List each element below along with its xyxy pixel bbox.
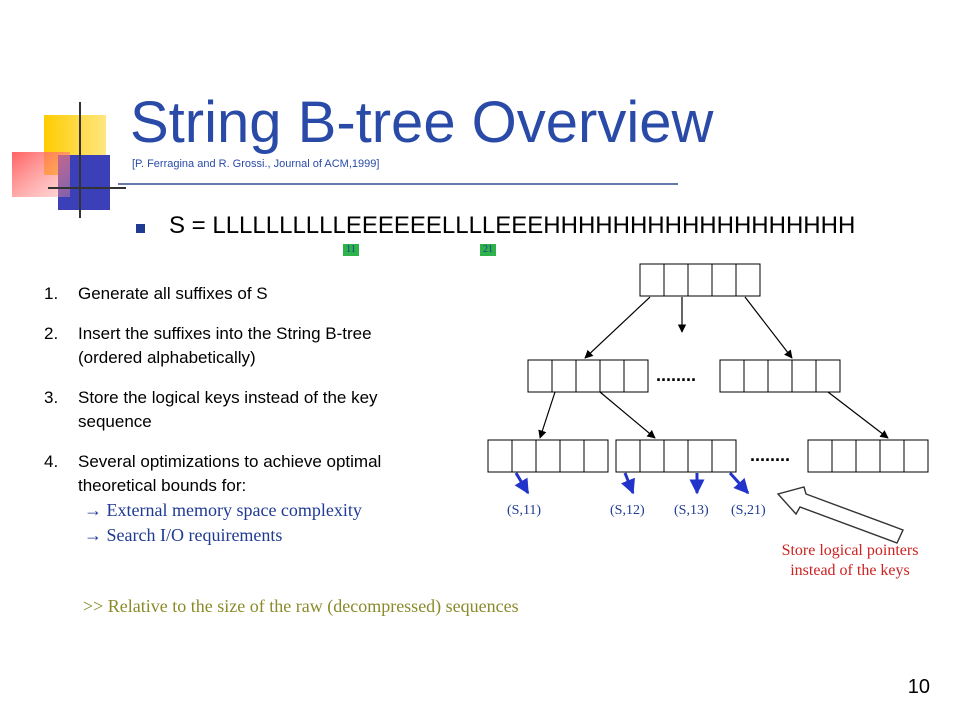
- leaf-node-1: [487, 439, 609, 473]
- leaf-node-3-cell: [879, 439, 905, 473]
- leaf-node-3: [807, 439, 929, 473]
- internal-node-right-cell: [719, 359, 745, 393]
- page-title: String B-tree Overview: [130, 90, 714, 155]
- page-number: 10: [907, 676, 930, 698]
- leaf-node-1-cell: [511, 439, 537, 473]
- root-node-cell: [687, 263, 713, 297]
- edge-left-leaf2: [599, 391, 656, 439]
- pointer-label-2: (S,12): [610, 503, 645, 518]
- sub-item-space: → External memory space complexity: [84, 500, 362, 520]
- leaf-node-1-cell: [559, 439, 585, 473]
- leaf-node-2-cell: [663, 439, 689, 473]
- root-node-cell: [663, 263, 689, 297]
- pointer-label-1: (S,11): [507, 503, 541, 518]
- pointer-arrow-1: [514, 472, 530, 495]
- leaf-node-3-cell: [807, 439, 833, 473]
- dots-leaf: ........: [750, 445, 790, 465]
- relative-size-note: >> Relative to the size of the raw (deco…: [83, 596, 519, 616]
- leaf-node-2: [615, 439, 737, 473]
- edge-right-leaf3: [827, 391, 889, 439]
- internal-node-right-cell: [743, 359, 769, 393]
- step-1: 1. Generate all suffixes of S: [44, 284, 268, 303]
- title-divider: [118, 183, 678, 185]
- leaf-node-1-cell: [535, 439, 561, 473]
- leaf-node-2-cell: [711, 439, 737, 473]
- root-node: [639, 263, 761, 297]
- edge-left-leaf1: [538, 391, 556, 439]
- edge-root-left: [584, 296, 651, 359]
- leaf-node-1-cell: [487, 439, 513, 473]
- logo-red-square: [12, 152, 70, 197]
- internal-node-left-cell: [623, 359, 649, 393]
- internal-node-left: [527, 359, 649, 393]
- dots-middle: ........: [656, 365, 696, 385]
- step-4: 4. Several optimizations to achieve opti…: [44, 450, 484, 548]
- leaf-node-1-cell: [583, 439, 609, 473]
- string-definition: S = LLLLLLLLLLEEEEEELLLLEEEHHHHHHHHHHHHH…: [169, 212, 856, 239]
- bullet-square-icon: [136, 224, 145, 233]
- store-pointers-note: Store logical pointers instead of the ke…: [781, 542, 919, 579]
- pointer-label-3: (S,13): [674, 503, 709, 518]
- leaf-node-2-cell: [615, 439, 641, 473]
- tree-nodes: [487, 263, 929, 473]
- internal-node-right: [719, 359, 841, 393]
- step-3: 3. Store the logical keys instead of the…: [44, 388, 378, 431]
- root-node-cell: [711, 263, 737, 297]
- steps-list: 1. Generate all suffixes of S 2. Insert …: [44, 282, 484, 548]
- logo-decoration: [12, 102, 126, 218]
- marker-21: 21: [480, 244, 496, 256]
- root-node-cell: [735, 263, 761, 297]
- callout-arrow: [776, 486, 904, 544]
- step-2: 2. Insert the suffixes into the String B…: [44, 324, 372, 367]
- edge-root-right: [744, 296, 793, 359]
- internal-node-right-cell: [815, 359, 841, 393]
- pointer-label-4: (S,21): [731, 503, 766, 518]
- pointer-arrow-2: [621, 472, 635, 495]
- internal-node-left-cell: [551, 359, 577, 393]
- root-node-cell: [639, 263, 665, 297]
- pointer-arrow-4: [728, 471, 750, 495]
- internal-node-right-cell: [791, 359, 817, 393]
- leaf-node-3-cell: [903, 439, 929, 473]
- marker-11: 11: [343, 244, 359, 256]
- citation: [P. Ferragina and R. Grossi., Journal of…: [132, 158, 380, 170]
- leaf-node-2-cell: [687, 439, 713, 473]
- leaf-node-2-cell: [639, 439, 665, 473]
- sub-item-io: → Search I/O requirements: [84, 525, 283, 545]
- internal-node-right-cell: [767, 359, 793, 393]
- internal-node-left-cell: [575, 359, 601, 393]
- leaf-node-3-cell: [855, 439, 881, 473]
- leaf-node-3-cell: [831, 439, 857, 473]
- internal-node-left-cell: [527, 359, 553, 393]
- internal-node-left-cell: [599, 359, 625, 393]
